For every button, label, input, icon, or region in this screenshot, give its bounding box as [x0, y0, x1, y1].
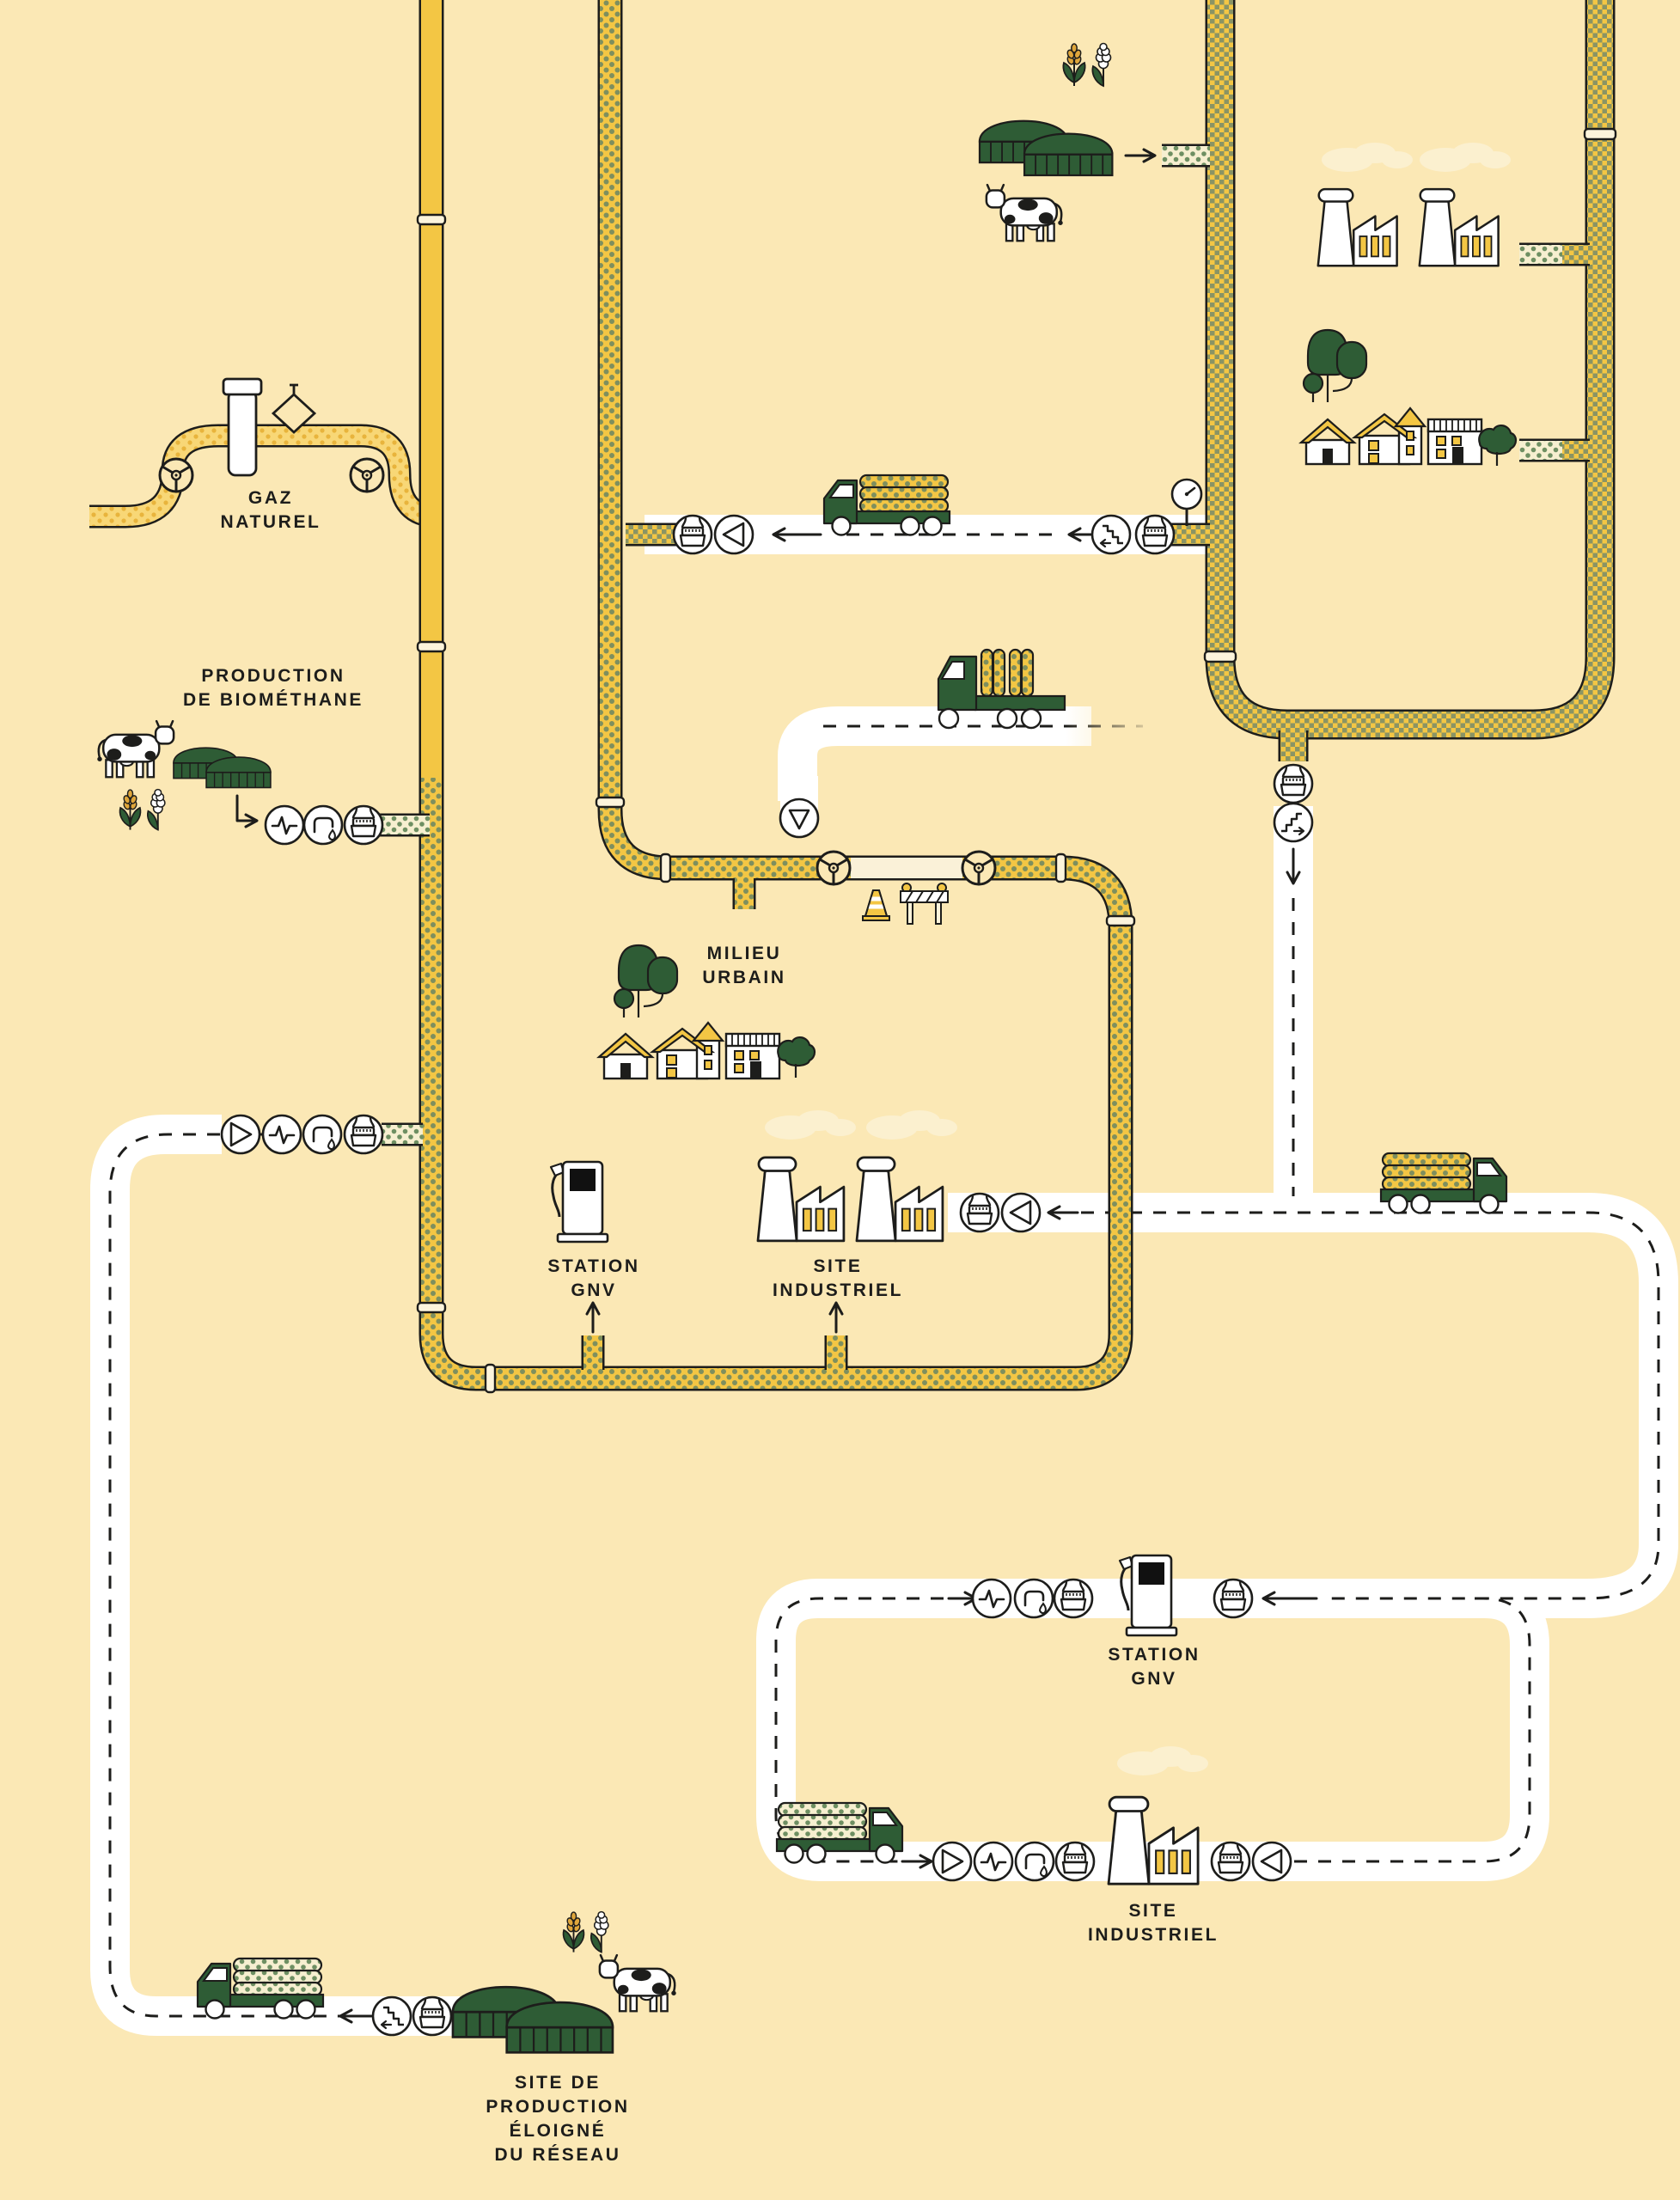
small-tree-icon	[777, 1036, 816, 1079]
biogas-domes	[978, 119, 1114, 177]
gas-meter-icon	[1134, 514, 1176, 555]
quality-waveform-icon	[261, 1114, 302, 1155]
pressure-step-down-icon	[371, 1995, 412, 2037]
top-road-equipment	[672, 474, 1203, 555]
cow-icon	[598, 1953, 677, 2013]
road-fade	[1066, 703, 1162, 751]
valve-handwheel-icon	[158, 457, 194, 493]
valve-handwheel-icon	[961, 850, 997, 886]
station-gnv-mid	[549, 1160, 609, 1244]
gas-meter-icon	[959, 1192, 1000, 1233]
route-dashes	[108, 533, 1660, 2018]
valve-handwheel-icon	[349, 457, 385, 493]
road-mid-injection	[778, 706, 1091, 801]
odorization-drop-icon	[1014, 1841, 1055, 1882]
compressor-left-icon	[1251, 1841, 1292, 1882]
biogas-domes	[173, 747, 272, 789]
traffic-cone-icon	[863, 890, 889, 920]
factory-icon	[1317, 187, 1398, 267]
biogas-domes	[451, 1985, 614, 2054]
transport-pipe-checker	[1205, 0, 1616, 761]
pressure-regulator-top	[271, 393, 317, 434]
small-tree-icon	[1478, 424, 1518, 468]
label-production-biomethane: PRODUCTION DE BIOMÉTHANE	[183, 666, 363, 711]
cng-trailer-truck	[937, 648, 1066, 730]
roadworks-barrier-icon	[900, 883, 949, 925]
industrial-consumers-top	[1299, 143, 1518, 468]
label-milieu-urbain: MILIEU URBAIN	[702, 944, 786, 988]
gas-meter-icon	[343, 1114, 384, 1155]
factory-icon	[756, 1156, 846, 1243]
factory-icon	[1418, 187, 1500, 267]
label-station-gnv-bottom: STATION GNV	[1108, 1645, 1200, 1690]
road-right-loop	[947, 1193, 1678, 1618]
biomethane-site-top	[978, 42, 1114, 242]
gas-meter-icon	[1213, 1578, 1254, 1619]
quality-waveform-icon	[973, 1841, 1014, 1882]
cow-icon	[96, 719, 175, 779]
gas-meter-icon	[672, 514, 713, 555]
gnv-dispenser-icon	[549, 1160, 609, 1244]
road-left-loop	[90, 1115, 460, 2036]
portage-takeoff	[1273, 763, 1314, 843]
site-industriel-mid	[756, 1110, 1042, 1243]
pressure-gauge-icon	[1170, 478, 1203, 526]
gas-meter-icon	[412, 1995, 453, 2037]
odorization-drop-icon	[302, 804, 344, 846]
label-site-industriel-mid: SITE INDUSTRIEL	[773, 1256, 903, 1301]
valve-handwheel-icon	[816, 850, 852, 886]
factory-icon	[1107, 1795, 1200, 1885]
label-station-gnv-mid: STATION GNV	[547, 1256, 640, 1301]
gas-meter-icon	[1054, 1841, 1096, 1882]
houses-icon	[597, 1021, 781, 1080]
label-site-production-eloigne: SITE DE PRODUCTION ÉLOIGNÉ DU RÉSEAU	[486, 2073, 630, 2166]
gas-meter-icon	[1273, 763, 1314, 804]
compressor-left-icon	[1000, 1192, 1042, 1233]
label-gaz-naturel: GAZ NATUREL	[220, 488, 321, 533]
compressor-right-icon	[932, 1841, 973, 1882]
wellhead-pipe	[89, 424, 439, 529]
cow-icon	[985, 183, 1064, 242]
houses-icon	[1299, 406, 1483, 466]
pressure-regulator-icon	[779, 798, 820, 839]
label-site-industriel-bottom: SITE INDUSTRIEL	[1088, 1901, 1219, 1946]
biomethane-production-left	[96, 719, 384, 846]
odorization-drop-icon	[1013, 1578, 1054, 1619]
factory-icon	[855, 1156, 944, 1243]
wheat-icon	[1062, 42, 1112, 87]
wheat-icon	[119, 788, 166, 831]
trees-icon	[613, 944, 679, 1019]
wheat-icon	[562, 1910, 609, 1953]
left-extraction-row	[220, 1114, 384, 1155]
pipe-couplings	[416, 127, 1617, 1394]
quality-waveform-icon	[264, 804, 305, 846]
natural-gas-wellhead	[158, 377, 385, 493]
compressor-right-icon	[220, 1114, 261, 1155]
quality-waveform-icon	[971, 1578, 1012, 1619]
trees-icon	[1302, 328, 1368, 404]
compressor-left-icon	[713, 514, 754, 555]
gas-meter-icon	[343, 804, 384, 846]
gas-meter-icon	[1053, 1578, 1094, 1619]
flow-arrows	[235, 148, 1555, 2024]
gas-meter-icon	[1210, 1841, 1251, 1882]
pressure-step-up-icon	[1273, 802, 1314, 843]
pressure-step-down-icon	[1090, 514, 1132, 555]
odorization-drop-icon	[302, 1114, 343, 1155]
